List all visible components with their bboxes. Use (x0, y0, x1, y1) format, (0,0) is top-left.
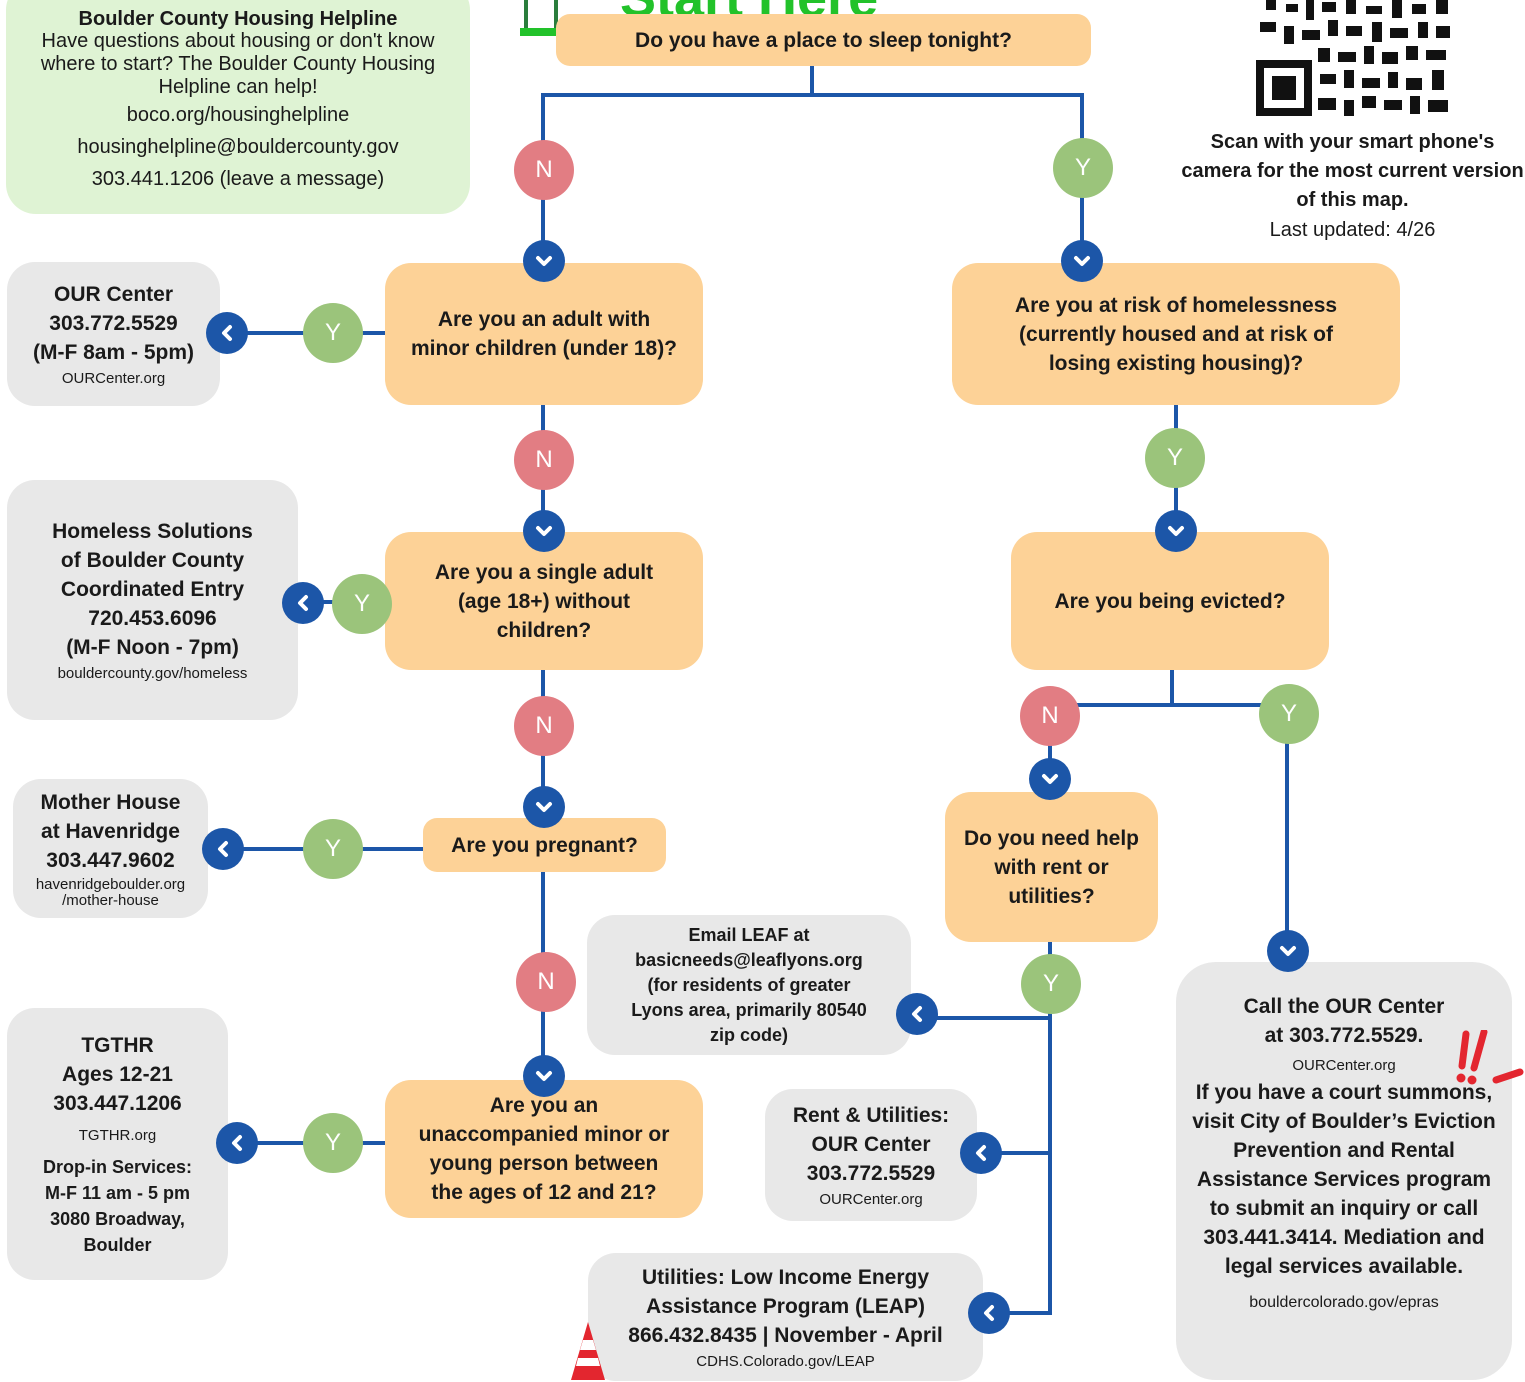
answer-no-single: N (514, 696, 574, 756)
leaf-line1: Email LEAF at (688, 924, 810, 945)
leap-line1: Utilities: Low Income Energy (641, 1265, 930, 1289)
housing-helpline-box: Boulder County Housing Helpline Have que… (6, 0, 470, 214)
hsbc-line3: Coordinated Entry (60, 577, 245, 601)
tgthr-dropin1: Drop-in Services: (42, 1156, 193, 1177)
chevron-down-icon (1029, 758, 1071, 800)
resource-eviction: Call the OUR Center at 303.772.5529. OUR… (1176, 962, 1512, 1380)
eviction-body: If you have a court summons, visit City … (1192, 1081, 1496, 1278)
leaf-line3: (for residents of greater (647, 974, 851, 995)
helpline-title: Boulder County Housing Helpline (78, 8, 398, 30)
resource-leap: Utilities: Low Income Energy Assistance … (588, 1253, 983, 1381)
chevron-left-icon (202, 828, 244, 870)
question-rent-utilities: Do you need help with rent or utilities? (945, 792, 1158, 942)
leap-url[interactable]: CDHS.Colorado.gov/LEAP (696, 1352, 875, 1370)
answer-yes-risk: Y (1145, 428, 1205, 488)
question-pregnant: Are you pregnant? (423, 818, 666, 872)
resource-homeless-solutions: Homeless Solutions of Boulder County Coo… (7, 480, 298, 720)
tgthr-dropin3: 3080 Broadway, (50, 1208, 185, 1229)
chevron-left-icon (282, 582, 324, 624)
flag-icon (520, 0, 562, 36)
chevron-down-icon (523, 786, 565, 828)
answer-yes-rent: Y (1021, 954, 1081, 1014)
our-center-url[interactable]: OURCenter.org (61, 369, 166, 387)
tgthr-url[interactable]: TGTHR.org (78, 1126, 157, 1144)
resource-mother-house: Mother House at Havenridge 303.447.9602 … (13, 779, 208, 918)
exclamation-alert-icon (1456, 1030, 1524, 1085)
mother-house-url1[interactable]: havenridgeboulder.org (35, 876, 186, 893)
eviction-url2[interactable]: bouldercolorado.gov/epras (1249, 1294, 1439, 1311)
rent-utilities-url[interactable]: OURCenter.org (819, 1190, 923, 1208)
our-center-hours: (M-F 8am - 5pm) (32, 340, 194, 364)
eviction-url[interactable]: OURCenter.org (1292, 1057, 1396, 1074)
resource-our-center: OUR Center 303.772.5529 (M-F 8am - 5pm) … (7, 262, 220, 406)
chevron-left-icon (896, 993, 938, 1035)
rent-utilities-line2: OUR Center (811, 1132, 931, 1156)
hsbc-line2: of Boulder County (60, 548, 245, 572)
eviction-line1: Call the OUR Center (1243, 995, 1445, 1018)
leap-line2: Assistance Program (LEAP) (646, 1294, 925, 1318)
rent-utilities-phone: 303.772.5529 (806, 1161, 936, 1185)
helpline-email[interactable]: housinghelpline@bouldercounty.gov (77, 136, 399, 158)
question-risk-homelessness: Are you at risk of homelessness (current… (952, 263, 1400, 405)
chevron-down-icon (1061, 240, 1103, 282)
answer-yes-pregnant: Y (303, 819, 363, 879)
hsbc-url[interactable]: bouldercounty.gov/homeless (57, 664, 248, 682)
question-unaccompanied-minor: Are you an unaccompanied minor or young … (385, 1080, 703, 1218)
tgthr-phone: 303.447.1206 (53, 1091, 182, 1115)
mother-house-line2: at Havenridge (41, 820, 180, 843)
question-minor-children: Are you an adult with minor children (un… (385, 263, 703, 405)
chevron-down-icon (1155, 510, 1197, 552)
answer-yes-q1: Y (1053, 138, 1113, 198)
leaf-line5: zip code) (709, 1024, 788, 1045)
chevron-down-icon (523, 1055, 565, 1097)
answer-no-q1: N (514, 140, 574, 200)
leaf-email[interactable]: basicneeds@leaflyons.org (635, 949, 863, 970)
leap-line3: 866.432.8435 | November - April (628, 1323, 943, 1347)
answer-no-children: N (514, 430, 574, 490)
our-center-phone: 303.772.5529 (49, 311, 178, 335)
tgthr-name: TGTHR (81, 1033, 154, 1057)
chevron-left-icon (206, 312, 248, 354)
hsbc-hours: (M-F Noon - 7pm) (66, 635, 239, 659)
answer-no-pregnant: N (516, 952, 576, 1012)
resource-rent-utilities: Rent & Utilities: OUR Center 303.772.552… (765, 1089, 977, 1221)
qr-caption-block: Scan with your smart phone's camera for … (1180, 128, 1525, 245)
tgthr-dropin2: M-F 11 am - 5 pm (44, 1182, 191, 1203)
chevron-left-icon (216, 1122, 258, 1164)
hsbc-line1: Homeless Solutions (52, 519, 253, 543)
chevron-left-icon (968, 1292, 1010, 1334)
chevron-down-icon (1267, 930, 1309, 972)
tgthr-ages: Ages 12-21 (62, 1062, 173, 1086)
qr-code[interactable] (1256, 0, 1456, 118)
answer-no-evicted: N (1020, 686, 1080, 746)
mother-house-phone: 303.447.9602 (46, 849, 175, 872)
last-updated: Last updated: 4/26 (1269, 219, 1436, 241)
resource-tgthr: TGTHR Ages 12-21 303.447.1206 TGTHR.org … (7, 1008, 228, 1280)
eviction-line2: at 303.772.5529. (1264, 1024, 1424, 1047)
our-center-name: OUR Center (53, 282, 174, 306)
chevron-left-icon (960, 1132, 1002, 1174)
answer-yes-single: Y (332, 574, 392, 634)
question-being-evicted: Are you being evicted? (1011, 532, 1329, 670)
leaf-line4: Lyons area, primarily 80540 (631, 999, 867, 1020)
question-sleep-tonight: Do you have a place to sleep tonight? (556, 14, 1091, 66)
helpline-description: Have questions about housing or don't kn… (40, 30, 436, 98)
chevron-down-icon (523, 510, 565, 552)
tgthr-dropin4: Boulder (83, 1234, 152, 1255)
qr-caption: Scan with your smart phone's camera for … (1181, 131, 1524, 211)
answer-yes-minor: Y (303, 1113, 363, 1173)
chevron-down-icon (523, 240, 565, 282)
hsbc-phone: 720.453.6096 (88, 606, 217, 630)
helpline-phone: 303.441.1206 (leave a message) (91, 168, 385, 190)
traffic-cone-icon (571, 1322, 605, 1380)
rent-utilities-line1: Rent & Utilities: (792, 1103, 950, 1127)
mother-house-line1: Mother House (40, 791, 181, 814)
helpline-website[interactable]: boco.org/housinghelpline (126, 104, 350, 126)
answer-yes-evicted: Y (1259, 684, 1319, 744)
answer-yes-children: Y (303, 303, 363, 363)
resource-leaf: Email LEAF at basicneeds@leaflyons.org (… (587, 915, 911, 1055)
question-single-adult: Are you a single adult (age 18+) without… (385, 532, 703, 670)
mother-house-url2[interactable]: /mother-house (62, 892, 159, 909)
